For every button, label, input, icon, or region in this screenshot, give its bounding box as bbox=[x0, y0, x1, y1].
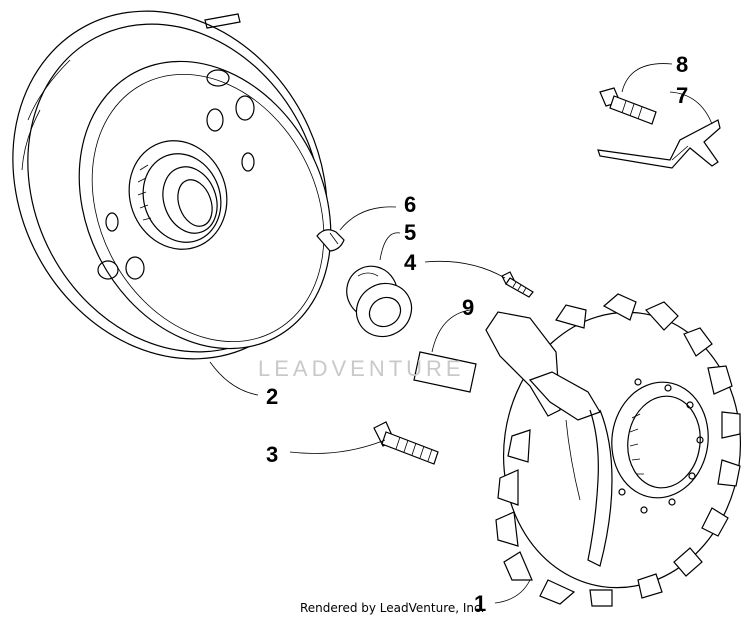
screw-small bbox=[501, 271, 534, 298]
insulator-pad-9 bbox=[413, 351, 477, 393]
watermark: LEADVENTURE bbox=[258, 356, 465, 381]
bracket-7 bbox=[597, 119, 721, 169]
woodruff-key bbox=[316, 229, 345, 252]
spacer-collar bbox=[346, 265, 413, 338]
stator bbox=[485, 293, 742, 607]
bolt-8 bbox=[599, 87, 657, 125]
bolt bbox=[373, 421, 439, 465]
callout-2: 2 bbox=[266, 384, 278, 409]
callout-1: 1 bbox=[474, 591, 486, 616]
callout-4: 4 bbox=[404, 250, 417, 275]
callout-6: 6 bbox=[404, 192, 416, 217]
flywheel bbox=[12, 10, 332, 360]
callout-9: 9 bbox=[462, 295, 474, 320]
callout-7: 7 bbox=[676, 83, 688, 108]
leader-lines bbox=[209, 63, 713, 604]
footer-credit: Rendered by LeadVenture, Inc. bbox=[300, 601, 485, 615]
callout-5: 5 bbox=[404, 220, 416, 245]
callout-3: 3 bbox=[266, 442, 278, 467]
callout-8: 8 bbox=[676, 52, 688, 77]
